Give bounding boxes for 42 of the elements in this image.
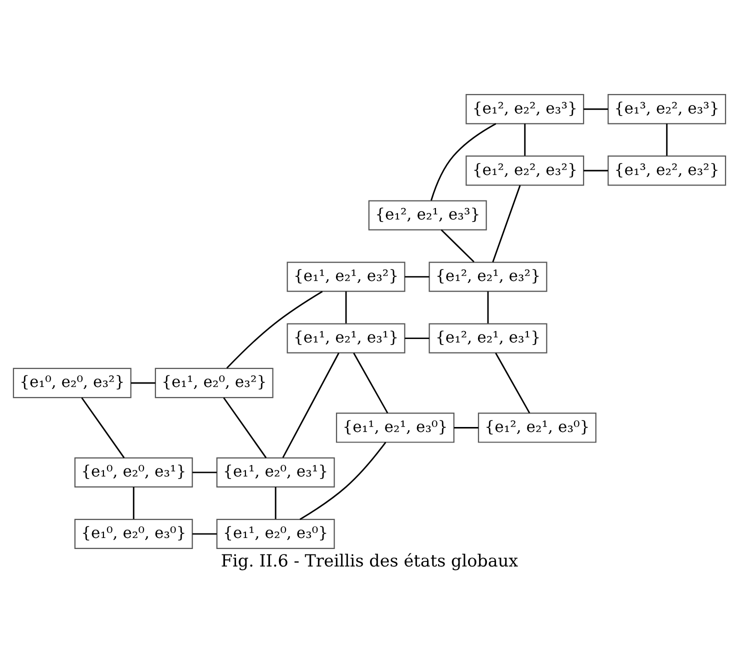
connector [352,352,388,413]
connector [192,471,216,473]
connector [226,290,322,368]
node-box: {e₁³, e₂², e₃²} [607,155,726,186]
connector [486,290,488,323]
connector [344,290,346,323]
connector [583,108,608,110]
connector [524,123,526,156]
node-box: {e₁², e₂¹, e₃⁰} [477,412,596,442]
node-box: {e₁², e₂¹, e₃¹} [428,322,547,353]
node-box: {e₁¹, e₂⁰, e₃²} [154,367,273,398]
connector [404,337,429,339]
node-box: {e₁¹, e₂¹, e₃²} [286,261,405,292]
connector [430,122,496,200]
node-box: {e₁¹, e₂⁰, e₃⁰} [216,518,334,548]
node-box: {e₁⁰, e₂⁰, e₃¹} [74,456,192,488]
connector [132,486,134,518]
node-box: {e₁¹, e₂⁰, e₃¹} [216,456,334,488]
node-box: {e₁³, e₂², e₃³} [607,94,726,124]
connector [454,426,478,428]
node-box: {e₁², e₂², e₃³} [465,94,584,124]
node-box: {e₁⁰, e₂⁰, e₃⁰} [74,518,192,548]
connector [282,352,339,458]
node-box: {e₁¹, e₂¹, e₃¹} [286,322,405,353]
connector [666,123,668,156]
connector [583,169,608,171]
connector [299,441,386,520]
connector [222,396,266,458]
connector [440,228,474,262]
connector [492,184,520,262]
node-box: {e₁², e₂¹, e₃²} [428,261,547,292]
connector [274,486,276,518]
connector [80,396,124,458]
connector [404,276,429,278]
connector [130,382,155,384]
node-box: {e₁², e₂², e₃²} [465,155,584,186]
connector [494,352,530,413]
node-box: {e₁², e₂¹, e₃³} [368,200,486,230]
connector [192,532,216,534]
caption: Fig. II.6 - Treillis des états globaux [220,550,518,570]
node-box: {e₁¹, e₂¹, e₃⁰} [335,412,454,442]
node-box: {e₁⁰, e₂⁰, e₃²} [12,367,131,398]
